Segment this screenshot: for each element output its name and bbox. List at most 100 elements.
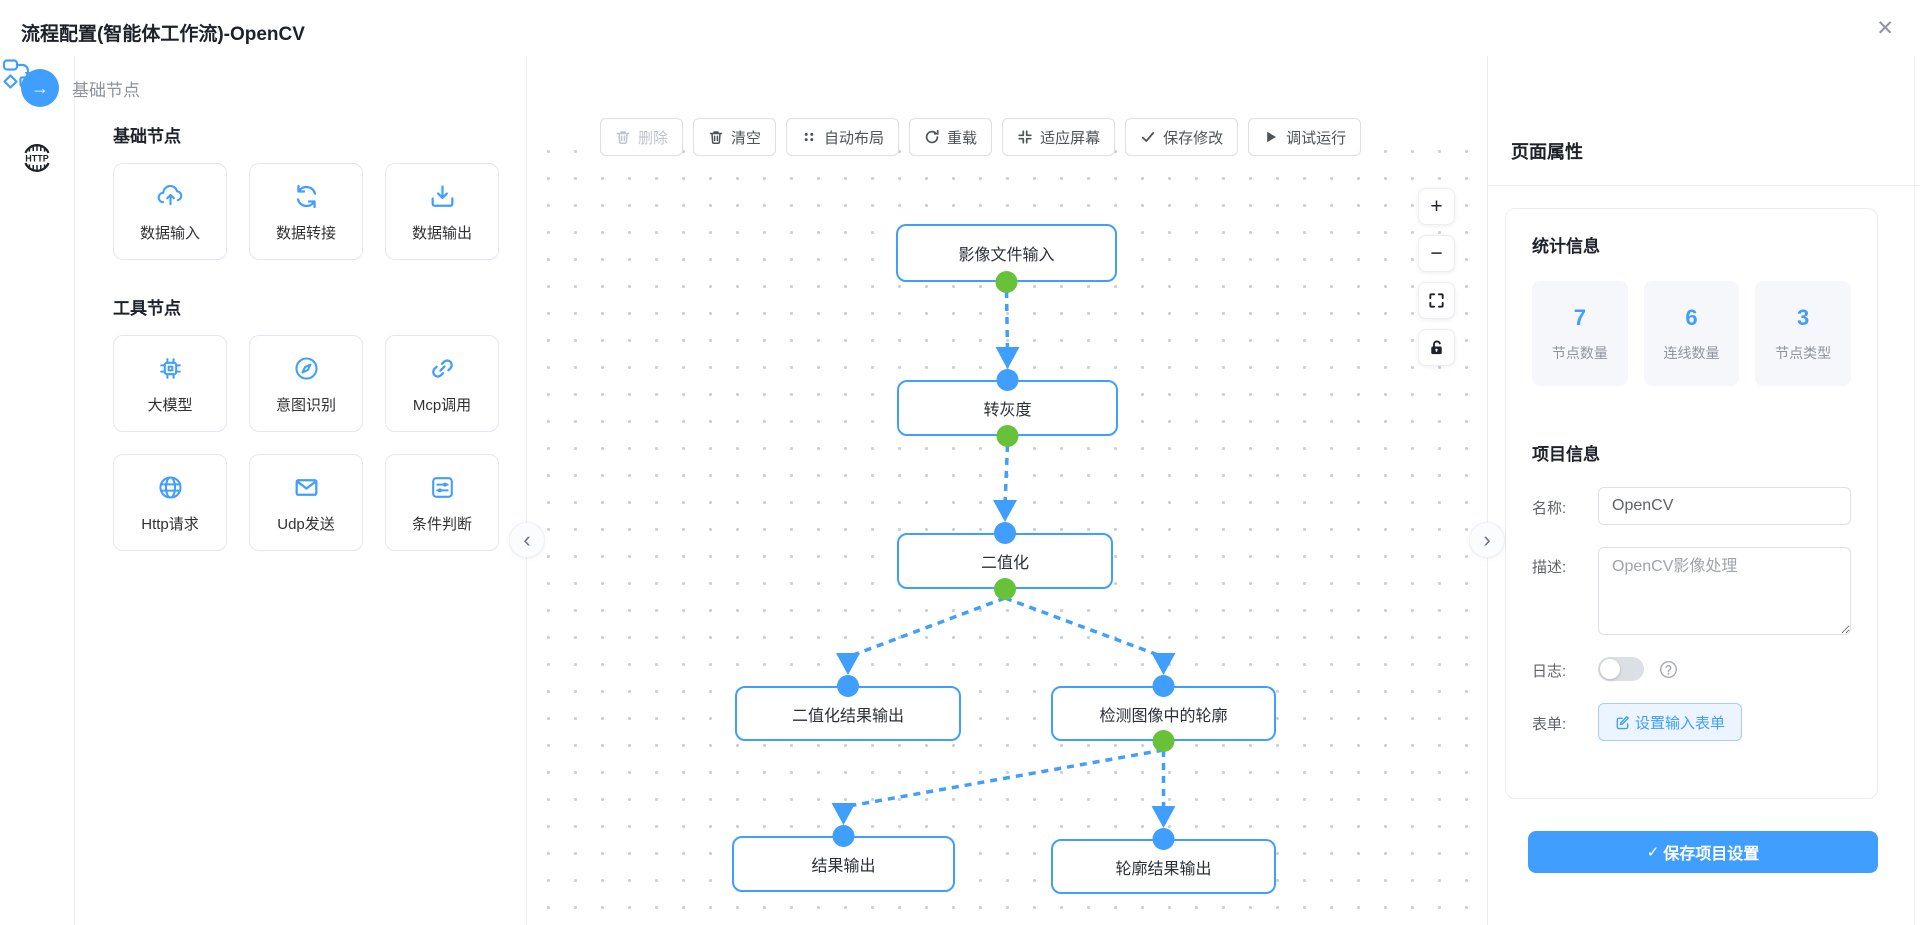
palette-node-sliders[interactable]: 条件判断 bbox=[385, 454, 499, 551]
divider bbox=[1488, 185, 1920, 186]
toolbar-button-label: 清空 bbox=[731, 129, 762, 147]
flow-node[interactable]: 二值化 bbox=[897, 533, 1113, 589]
stat-value: 7 bbox=[1573, 304, 1586, 330]
flow-node-label: 转灰度 bbox=[983, 402, 1032, 419]
palette-node-label: 意图识别 bbox=[275, 396, 336, 414]
grid-icon bbox=[801, 129, 817, 145]
set-input-form-label: 设置输入表单 bbox=[1635, 714, 1726, 732]
svg-text:HTTP: HTTP bbox=[25, 153, 48, 163]
project-desc-row: 描述: OpenCV影像处理 bbox=[1532, 547, 1851, 635]
palette-section-title: 基础节点 bbox=[113, 127, 181, 146]
set-input-form-button[interactable]: 设置输入表单 bbox=[1598, 703, 1743, 741]
toolbar-button-label: 重载 bbox=[947, 129, 978, 147]
toolbar-button-label: 删除 bbox=[638, 129, 669, 147]
stat-label: 连线数量 bbox=[1663, 344, 1720, 361]
palette-node-globe[interactable]: Http请求 bbox=[113, 454, 227, 551]
palette-node-compass[interactable]: 意图识别 bbox=[249, 335, 363, 432]
flow-node-label: 影像文件输入 bbox=[958, 247, 1055, 264]
canvas-toolbar: 删除 清空 自动布局 重载 适应屏幕保存修改 调试运行 bbox=[600, 118, 1362, 156]
chip-icon bbox=[155, 353, 186, 385]
stat-label: 节点类型 bbox=[1775, 344, 1832, 361]
flow-node[interactable]: 检测图像中的轮廓 bbox=[1051, 686, 1276, 741]
check-icon bbox=[1140, 129, 1156, 145]
desc-label: 描述: bbox=[1532, 559, 1567, 576]
palette-grid: 数据输入 数据转接 数据输出 bbox=[113, 163, 499, 260]
toolbar-button-label: 调试运行 bbox=[1286, 129, 1347, 147]
toolbar-button-reload[interactable]: 重载 bbox=[909, 118, 993, 156]
compass-icon bbox=[291, 353, 322, 385]
mail-icon bbox=[291, 472, 322, 504]
properties-title: 页面属性 bbox=[1511, 142, 1583, 162]
project-name-row: 名称: bbox=[1532, 487, 1851, 525]
chevron-right-icon[interactable]: › bbox=[1469, 522, 1505, 558]
desc-textarea[interactable]: OpenCV影像处理 bbox=[1598, 547, 1851, 635]
toolbar-button-grid[interactable]: 自动布局 bbox=[786, 118, 900, 156]
name-label: 名称: bbox=[1532, 499, 1567, 517]
minus-icon[interactable]: − bbox=[1418, 235, 1455, 272]
toolbar-button-fit[interactable]: 适应屏幕 bbox=[1002, 118, 1116, 156]
download-icon bbox=[427, 181, 458, 213]
fit-icon bbox=[1017, 129, 1033, 145]
name-input[interactable] bbox=[1598, 487, 1851, 525]
palette-node-label: 数据转接 bbox=[275, 224, 336, 242]
question-circle-icon[interactable] bbox=[1659, 660, 1678, 679]
palette-node-cloud-upload[interactable]: 数据输入 bbox=[113, 163, 227, 260]
palette-node-label: Udp发送 bbox=[277, 515, 335, 533]
project-form-row: 表单: 设置输入表单 bbox=[1532, 703, 1851, 741]
fit-screen-icon[interactable] bbox=[1418, 282, 1455, 319]
palette-node-link[interactable]: Mcp调用 bbox=[385, 335, 499, 432]
http-globe-icon[interactable]: HTTP bbox=[19, 140, 55, 176]
breadcrumb: → 基础节点 bbox=[21, 69, 140, 107]
palette-node-label: 数据输入 bbox=[139, 224, 200, 242]
palette-node-sync[interactable]: 数据转接 bbox=[249, 163, 363, 260]
chevron-left-icon[interactable]: ‹ bbox=[509, 522, 545, 558]
stat-value: 6 bbox=[1685, 304, 1698, 330]
form-label: 表单: bbox=[1532, 715, 1567, 733]
trash-icon bbox=[615, 129, 631, 145]
link-icon bbox=[427, 353, 458, 385]
palette-grid: 大模型意图识别 Mcp调用 Http请求 Udp发送 条件判断 bbox=[113, 335, 499, 551]
toolbar-button-label: 自动布局 bbox=[824, 129, 885, 147]
project-log-row: 日志: bbox=[1532, 657, 1851, 681]
palette-node-chip[interactable]: 大模型 bbox=[113, 335, 227, 432]
lock-icon[interactable] bbox=[1418, 329, 1455, 366]
page-title: 流程配置(智能体工作流)-OpenCV bbox=[21, 24, 305, 45]
edit-icon bbox=[1615, 715, 1630, 730]
toggle-knob bbox=[1600, 659, 1620, 679]
palette-node-label: 数据输出 bbox=[411, 224, 472, 242]
plus-icon[interactable]: + bbox=[1418, 188, 1455, 225]
play-icon bbox=[1263, 129, 1279, 145]
sync-icon bbox=[291, 181, 322, 213]
palette-node-download[interactable]: 数据输出 bbox=[385, 163, 499, 260]
stat-tile: 6 连线数量 bbox=[1643, 281, 1740, 386]
flow-node[interactable]: 影像文件输入 bbox=[896, 224, 1117, 282]
flow-node-label: 轮廓结果输出 bbox=[1115, 860, 1212, 878]
toolbar-button-trash[interactable]: 删除 bbox=[600, 118, 684, 156]
flow-node[interactable]: 轮廓结果输出 bbox=[1051, 839, 1276, 894]
sliders-icon bbox=[427, 472, 458, 504]
toolbar-button-check[interactable]: 保存修改 bbox=[1125, 118, 1239, 156]
save-project-label: 保存项目设置 bbox=[1663, 846, 1760, 863]
flow-node[interactable]: 二值化结果输出 bbox=[735, 686, 961, 741]
flow-node-label: 检测图像中的轮廓 bbox=[1099, 707, 1228, 725]
breadcrumb-label: 基础节点 bbox=[72, 80, 140, 100]
close-icon[interactable]: ✕ bbox=[1876, 17, 1894, 40]
flow-canvas[interactable]: 删除 清空 自动布局 重载 适应屏幕保存修改 调试运行 + − ‹ › 影像文件输入转灰度二… bbox=[509, 56, 1505, 925]
save-project-button[interactable]: ✓ 保存项目设置 bbox=[1528, 831, 1878, 873]
globe-icon bbox=[155, 472, 186, 504]
reload-icon bbox=[924, 129, 940, 145]
flow-node[interactable]: 转灰度 bbox=[897, 380, 1118, 436]
arrow-right-icon[interactable]: → bbox=[21, 69, 59, 107]
cloud-upload-icon bbox=[155, 181, 186, 213]
toolbar-button-trash[interactable]: 清空 bbox=[693, 118, 777, 156]
flow-node[interactable]: 结果输出 bbox=[732, 836, 955, 892]
palette-node-mail[interactable]: Udp发送 bbox=[249, 454, 363, 551]
toolbar-button-play[interactable]: 调试运行 bbox=[1248, 118, 1362, 156]
log-toggle[interactable] bbox=[1598, 657, 1644, 681]
